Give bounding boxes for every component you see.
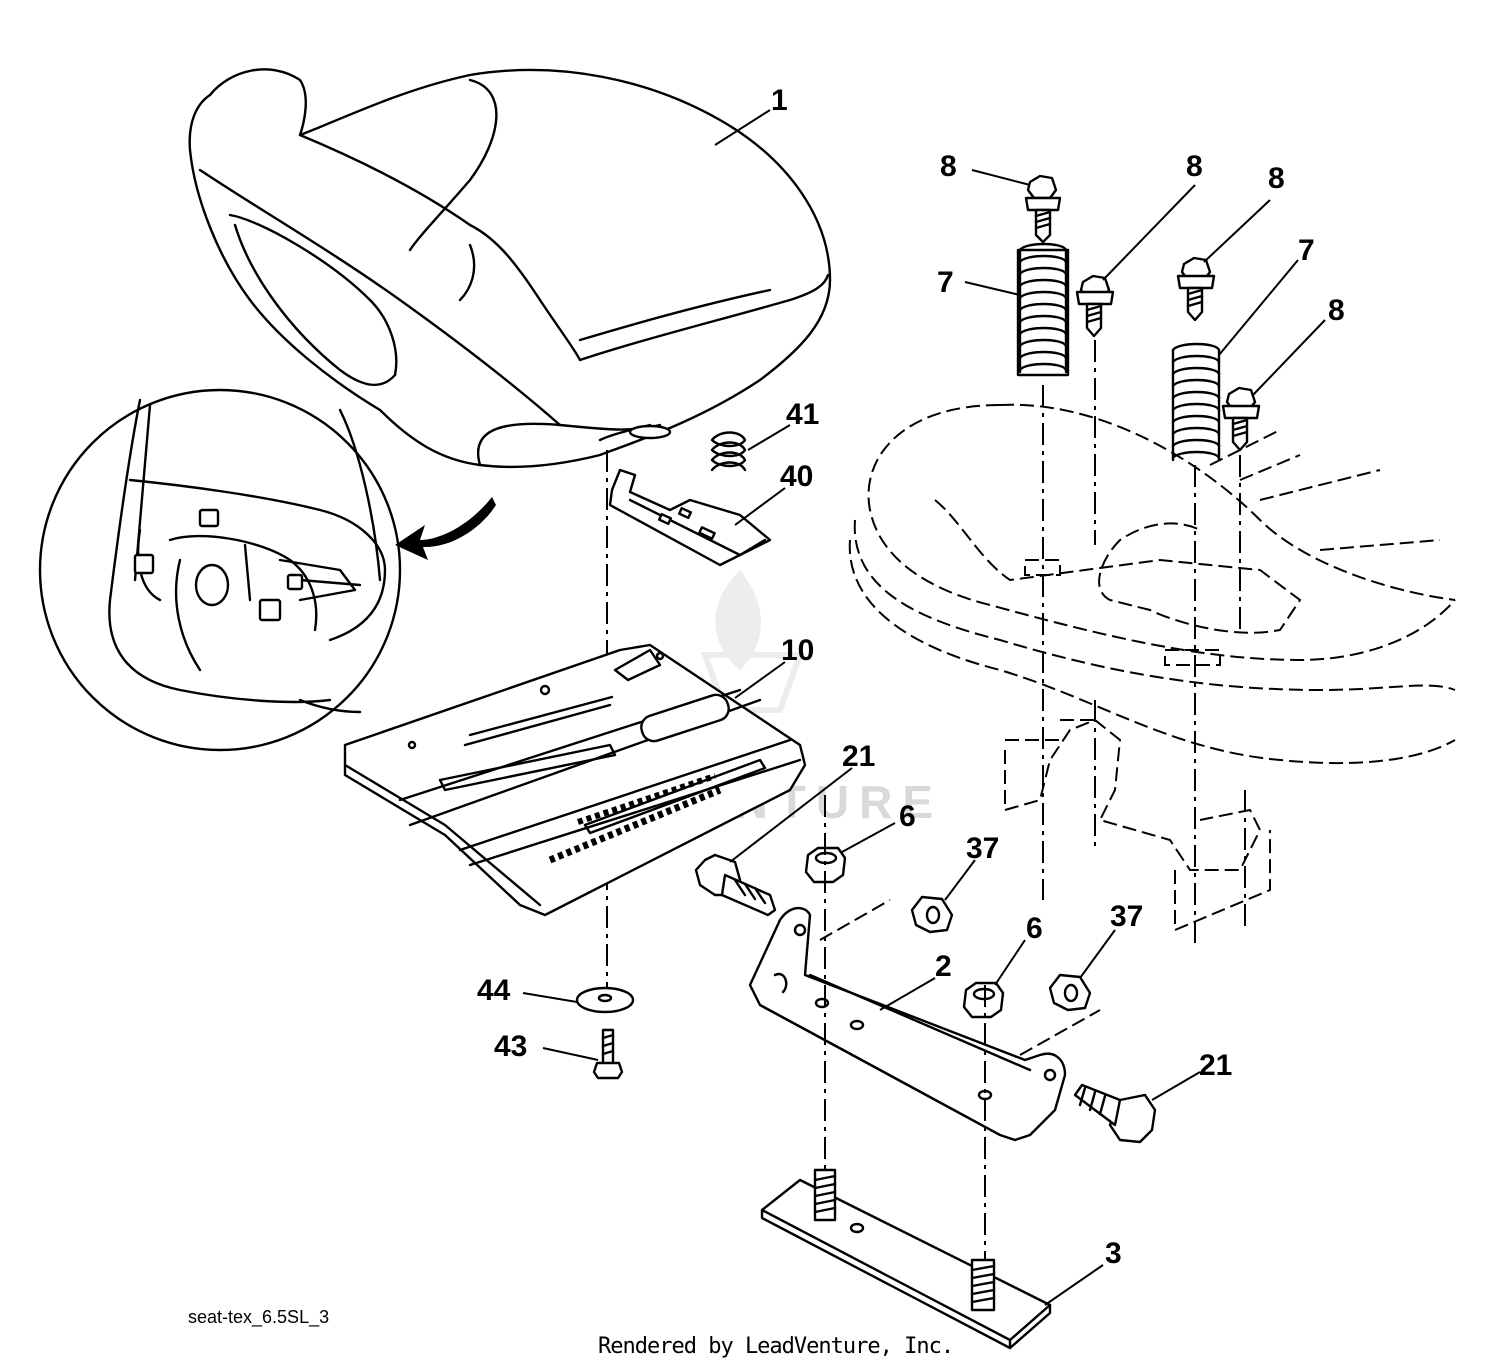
callout-2: 2 bbox=[935, 950, 952, 983]
callout-8-b: 8 bbox=[1186, 150, 1203, 183]
callout-10: 10 bbox=[781, 634, 814, 667]
callout-8-c: 8 bbox=[1268, 162, 1285, 195]
seat-bracket-part-2 bbox=[748, 906, 1067, 1142]
chassis-axis-lines bbox=[1042, 340, 1246, 945]
callout-21-b: 21 bbox=[1199, 1049, 1232, 1082]
assembly-lines bbox=[819, 795, 1101, 1260]
tractor-chassis-outline bbox=[848, 403, 1456, 932]
callout-1: 1 bbox=[771, 84, 788, 117]
latch-plate-part-40 bbox=[608, 468, 772, 567]
callout-37-b: 37 bbox=[1110, 900, 1143, 933]
callout-43: 43 bbox=[494, 1030, 527, 1063]
spring-part-7-left bbox=[1016, 242, 1070, 377]
washer-part-44 bbox=[575, 986, 635, 1014]
callout-leaders bbox=[522, 109, 1326, 1306]
lock-nut-part-6-lower bbox=[962, 981, 1005, 1019]
bolt-part-8-c bbox=[1176, 256, 1216, 322]
drawing-file-label: seat-tex_6.5SL_3 bbox=[188, 1307, 330, 1327]
callout-44: 44 bbox=[477, 974, 511, 1007]
seat-pan-part-10 bbox=[343, 643, 807, 917]
callout-41: 41 bbox=[786, 398, 819, 431]
shoulder-bolt-part-21-right bbox=[1073, 1083, 1157, 1144]
callout-6-a: 6 bbox=[899, 800, 916, 833]
stud-right bbox=[970, 1258, 996, 1312]
detail-arrow bbox=[395, 497, 496, 560]
callout-7-a: 7 bbox=[937, 266, 954, 299]
callout-3: 3 bbox=[1105, 1237, 1122, 1270]
bolt-part-8-a bbox=[1024, 174, 1062, 244]
callout-40: 40 bbox=[780, 460, 813, 493]
bolt-part-8-d bbox=[1221, 386, 1261, 452]
base-plate-part-3 bbox=[760, 1168, 1052, 1350]
bolt-part-43 bbox=[592, 1028, 624, 1080]
seat-pan-adjust-slots bbox=[548, 773, 722, 864]
callout-8-d: 8 bbox=[1328, 294, 1345, 327]
bolt-part-8-b bbox=[1075, 274, 1115, 338]
seat-part-1 bbox=[188, 68, 832, 469]
render-credit: Rendered by LeadVenture, Inc. bbox=[598, 1334, 954, 1359]
hex-nut-part-37-upper bbox=[910, 895, 954, 934]
callout-37-a: 37 bbox=[966, 832, 999, 865]
callout-8-a: 8 bbox=[940, 150, 957, 183]
spring-part-7-right bbox=[1171, 342, 1221, 462]
callout-7-b: 7 bbox=[1298, 234, 1315, 267]
spring-part-41 bbox=[710, 431, 747, 472]
callout-numbers: 1 8 8 8 8 7 7 41 40 10 21 6 37 6 37 2 44… bbox=[477, 84, 1345, 1270]
shoulder-bolt-part-21-left bbox=[694, 853, 777, 917]
hex-nut-part-37-lower bbox=[1048, 973, 1092, 1012]
inset-detail-view bbox=[38, 388, 402, 752]
stud-left bbox=[813, 1168, 837, 1222]
callout-6-b: 6 bbox=[1026, 912, 1043, 945]
callout-21-a: 21 bbox=[842, 740, 875, 773]
